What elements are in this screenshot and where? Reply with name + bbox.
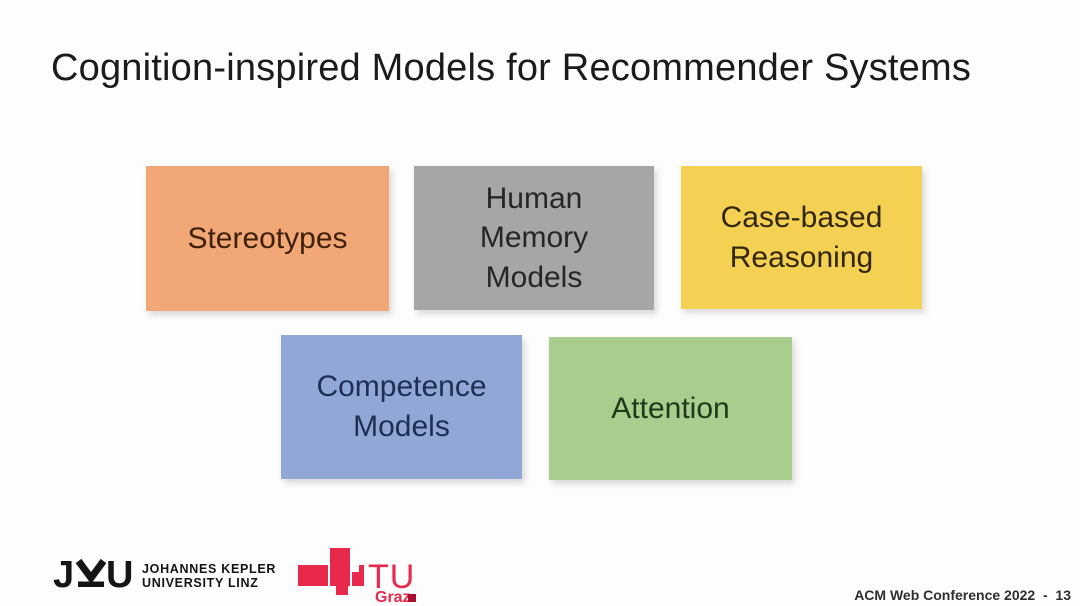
jku-logo-line1: JOHANNES KEPLER [142, 561, 277, 576]
tu-graz-mark-icon: TU Graz [298, 548, 416, 606]
jku-logo-line2: UNIVERSITY LINZ [142, 576, 259, 590]
svg-text:U: U [106, 558, 133, 594]
concept-box-stereotypes: Stereotypes [146, 166, 389, 311]
concept-box-attention: Attention [549, 337, 792, 480]
concept-box-case-based-reasoning: Case-based Reasoning [681, 166, 922, 309]
svg-text:Graz: Graz [375, 589, 411, 604]
jku-monogram-icon: J U [53, 558, 133, 594]
concept-box-label: Human Memory Models [479, 181, 589, 294]
concept-box-label: Case-based Reasoning [720, 200, 883, 274]
svg-text:J: J [53, 558, 74, 594]
slide-footer-page-number: ACM Web Conference 2022 - 13 [854, 587, 1071, 603]
concept-box-competence-models: Competence Models [281, 335, 522, 479]
concept-box-label: Stereotypes [187, 221, 348, 255]
jku-logo: J U JOHANNES KEPLER UNIVERSITY LINZ [53, 558, 276, 594]
jku-logo-text: JOHANNES KEPLER UNIVERSITY LINZ [142, 562, 276, 591]
slide-title: Cognition-inspired Models for Recommende… [51, 47, 972, 89]
concept-box-human-memory-models: Human Memory Models [414, 166, 654, 310]
concept-box-label: Attention [611, 391, 730, 425]
concept-box-label: Competence Models [316, 370, 487, 443]
svg-text:TU: TU [368, 558, 415, 596]
tu-graz-logo: TU Graz [296, 546, 421, 606]
